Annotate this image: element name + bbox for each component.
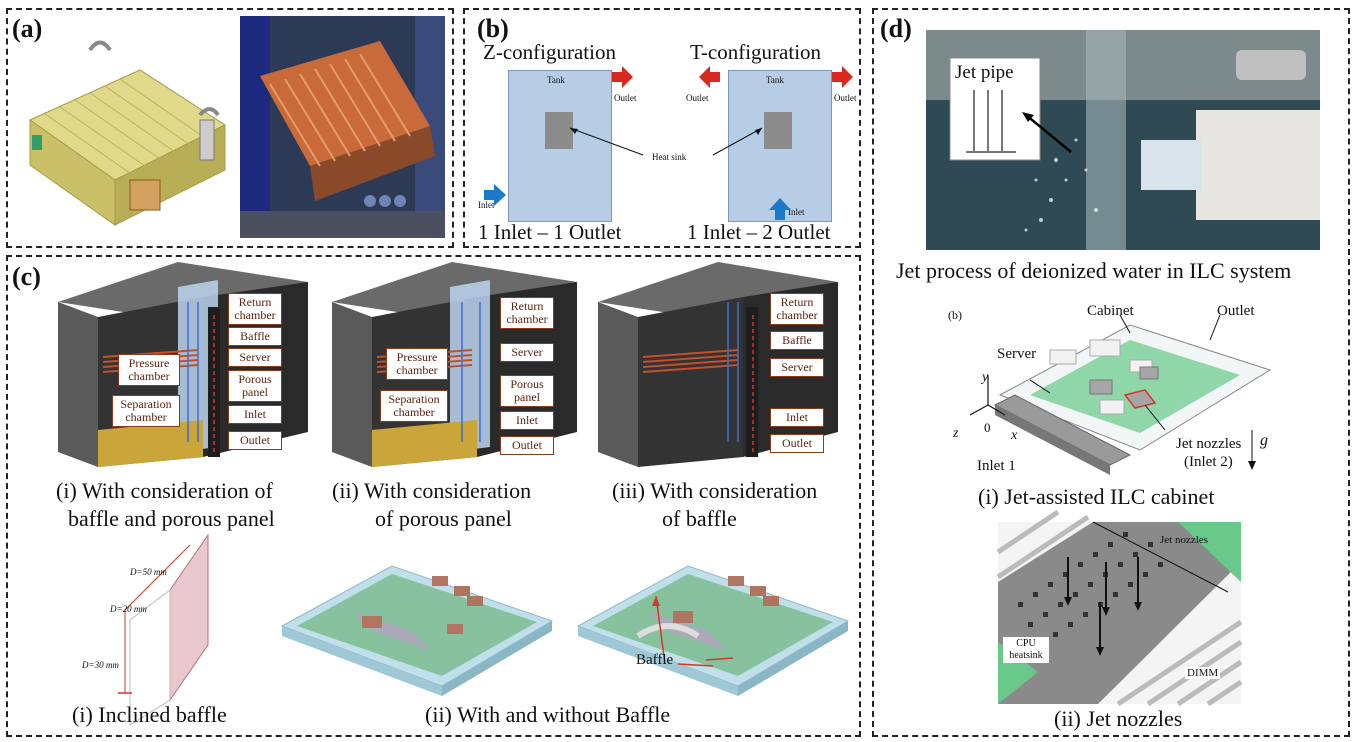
tag-inlet-i: Inlet: [228, 405, 282, 424]
caption-inclined-baffle: (i) Inclined baffle: [72, 702, 227, 727]
panel-b-label: (b): [477, 14, 509, 43]
tag-outlet-i: Outlet: [228, 431, 282, 450]
tag-outlet-iii: Outlet: [770, 434, 824, 453]
jet-pipe-label: Jet pipe: [955, 62, 1014, 83]
panel-a: [6, 8, 454, 248]
baffle-label: Baffle: [636, 652, 674, 668]
tag-porous-panel-ii: Porous panel: [500, 375, 554, 407]
caption-ii-line2: of porous panel: [375, 506, 512, 531]
server-label-d: Server: [997, 346, 1037, 362]
axis-x-label: x: [1011, 428, 1018, 443]
inclined-baffle-sketch: [118, 533, 209, 726]
sub-b-label: (b): [948, 308, 962, 322]
t-config-title: T-configuration: [690, 40, 822, 64]
inlet1-label: Inlet 1: [977, 458, 1016, 474]
tag-server-i: Server: [228, 348, 282, 367]
cabinet-label: Cabinet: [1087, 303, 1134, 319]
z-outlet-label: Outlet: [614, 93, 637, 103]
tag-return-chamber-i: Return chamber: [228, 293, 282, 325]
panel-c-label: (c): [12, 262, 41, 291]
t-config-caption: 1 Inlet – 2 Outlet: [687, 220, 831, 244]
tag-return-chamber-iii: Return chamber: [770, 293, 824, 325]
caption-i-line1: (i) With consideration of: [56, 478, 273, 503]
jet-nozzles-label-d: Jet nozzles: [1176, 436, 1242, 452]
t-heat-sink: [764, 112, 792, 149]
axis-origin-label: 0: [984, 420, 991, 435]
cpu-heatsink-label: CPU heatsink: [1003, 637, 1049, 663]
tag-return-chamber-ii: Return chamber: [500, 297, 554, 329]
tag-outlet-ii: Outlet: [500, 436, 554, 455]
copper-heatsink-photo: [240, 16, 445, 238]
heatsink-render: [28, 40, 227, 226]
panel-d-label: (d): [880, 14, 912, 43]
server-board-with-baffle: [576, 565, 850, 696]
t-outlet-right-label: Outlet: [834, 93, 857, 103]
dim-d50: D=50 mm: [130, 567, 167, 577]
cabinet-caption: (i) Jet-assisted ILC cabinet: [978, 484, 1215, 509]
tag-separation-chamber-i: Separation chamber: [112, 395, 180, 427]
z-config-caption: 1 Inlet – 1 Outlet: [478, 220, 622, 244]
z-config-title: Z-configuration: [483, 40, 616, 64]
panel-b: [463, 8, 861, 248]
caption-i-line2: baffle and porous panel: [68, 506, 275, 531]
panel-b-arrows: [484, 66, 853, 220]
dim-d20: D=20 mm: [110, 604, 147, 614]
t-outlet-left-label: Outlet: [686, 93, 709, 103]
tag-pressure-chamber-ii: Pressure chamber: [386, 348, 448, 380]
outlet-label-d: Outlet: [1217, 303, 1255, 319]
panel-c: [6, 255, 861, 737]
tag-server-iii: Server: [770, 358, 824, 377]
caption-ii-line1: (ii) With consideration: [332, 478, 532, 503]
tag-baffle-iii: Baffle: [770, 331, 824, 350]
tag-server-ii: Server: [500, 343, 554, 362]
inlet2-label: (Inlet 2): [1184, 454, 1233, 470]
cabinet-model-iii: [598, 262, 838, 467]
z-inlet-label: Inlet: [478, 200, 495, 210]
server-board-without-baffle: [280, 565, 554, 696]
tag-pressure-chamber-i: Pressure chamber: [118, 354, 180, 386]
caption-iii-line2: of baffle: [662, 506, 737, 531]
jet-photo-caption: Jet process of deionized water in ILC sy…: [896, 258, 1292, 283]
nozzles-caption: (ii) Jet nozzles: [1054, 706, 1183, 731]
tag-separation-chamber-ii: Separation chamber: [380, 390, 448, 422]
dim-d30: D=30 mm: [82, 660, 119, 670]
t-inlet-label: Inlet: [788, 207, 805, 217]
gravity-label: g: [1260, 432, 1268, 449]
heat-sink-label: Heat sink: [652, 152, 687, 162]
axis-z-label: z: [953, 426, 959, 441]
panel-a-label: (a): [12, 14, 43, 43]
panel-d: [872, 8, 1350, 737]
jet-process-photo: [926, 30, 1320, 250]
tag-porous-panel-i: Porous panel: [228, 370, 282, 402]
t-tank-label: Tank: [766, 75, 784, 85]
jet-assisted-cabinet-diagram: [969, 314, 1272, 475]
caption-iii-line1: (iii) With consideration: [612, 478, 818, 503]
caption-with-without-baffle: (ii) With and without Baffle: [425, 702, 671, 727]
nozzles-label-ii: Jet nozzles: [1160, 534, 1208, 546]
tag-inlet-iii: Inlet: [770, 408, 824, 427]
axis-y-label: y: [982, 370, 989, 385]
z-tank-label: Tank: [547, 75, 565, 85]
z-heat-sink: [545, 112, 573, 149]
tag-inlet-ii: Inlet: [500, 411, 554, 430]
tag-baffle-i: Baffle: [228, 327, 282, 346]
dimm-label: DIMM: [1185, 667, 1221, 679]
